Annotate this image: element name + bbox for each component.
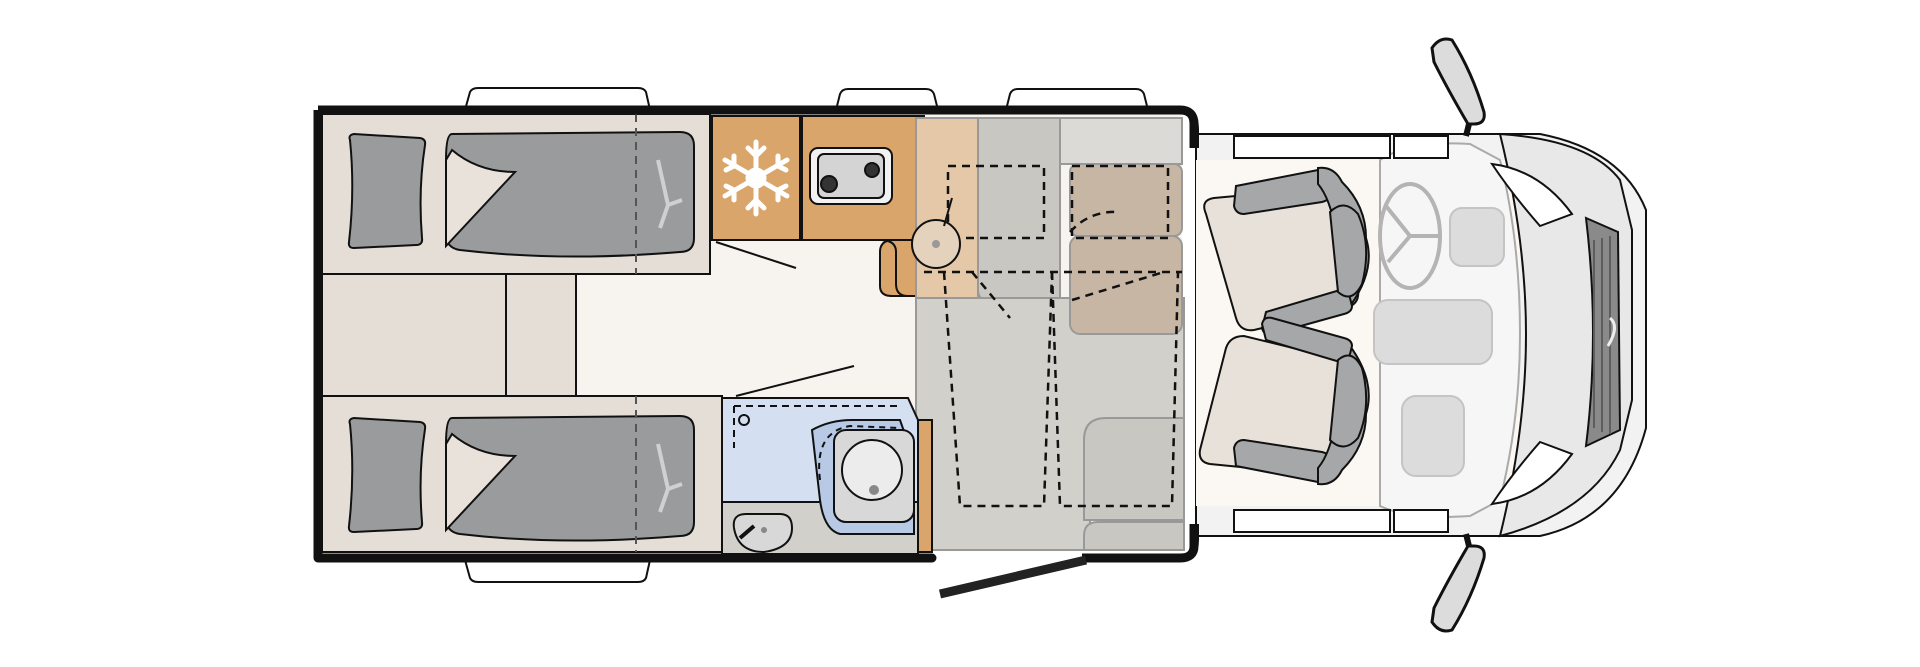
roof-windows-bottom: [463, 559, 652, 583]
toilet-icon: [833, 429, 915, 523]
window-top-1: [463, 87, 652, 111]
window-top-3: [1004, 88, 1150, 111]
bed-logo-right: [656, 443, 683, 513]
cab-divider: [1179, 107, 1199, 561]
mirror-right-glass: [1430, 544, 1486, 633]
table-arm: [943, 197, 953, 227]
fridge: [711, 115, 801, 241]
bed-conversion-outline: [924, 164, 1182, 508]
cab-window-strips: [1233, 135, 1449, 533]
dinette: [911, 117, 1185, 551]
passenger-seat-side: [1328, 354, 1368, 448]
driver-seat-side: [1328, 204, 1368, 298]
pillow-left: [347, 132, 427, 250]
blanket-fold-left: [445, 148, 518, 249]
toilet-swing-dash: [818, 424, 901, 481]
bathroom-door-strip: [917, 419, 933, 553]
snowflake-icon: [722, 139, 790, 217]
kitchen-door-swing: [715, 241, 797, 269]
center-console: [1373, 299, 1493, 365]
bed-step-left: [321, 273, 507, 397]
gear-box: [1401, 395, 1465, 477]
washbasin-drain: [761, 527, 767, 533]
driver-seat[interactable]: [1203, 166, 1370, 336]
bathroom: [721, 365, 933, 555]
cab: [1195, 37, 1647, 633]
pedestal-center: [932, 240, 940, 248]
steering-wheel-icon: [1378, 182, 1442, 290]
window-top-2: [834, 88, 940, 111]
grille-slats: [1593, 236, 1611, 434]
bed-step-right: [505, 273, 577, 397]
dinette-seat-bottom: [1083, 521, 1185, 551]
steering-column: [1449, 207, 1505, 267]
dinette-cushion-seat: [1069, 235, 1183, 335]
mirror-left-glass: [1430, 37, 1486, 126]
dinette-bench-left: [977, 117, 1061, 301]
bathroom-dash-outline: [733, 405, 898, 448]
mirror-left[interactable]: [1430, 37, 1486, 137]
brand-logo: [1606, 316, 1616, 347]
pillow-right: [347, 416, 427, 534]
dinette-cushion-back: [1069, 163, 1183, 237]
headlight-bottom: [1489, 440, 1574, 506]
roof-windows-top: [463, 87, 1150, 111]
rear-bed-area: [321, 113, 723, 553]
washbasin-tap: [738, 524, 756, 540]
passenger-seat[interactable]: [1198, 316, 1370, 486]
bed-logo-left: [656, 159, 683, 229]
blanket-fold-right: [445, 432, 518, 533]
mirror-right[interactable]: [1430, 533, 1486, 633]
kitchen: [711, 115, 935, 297]
dinette-seat-lower: [1083, 417, 1185, 521]
bathroom-drain: [738, 414, 750, 426]
washbasin: [732, 513, 794, 554]
headlight-top: [1489, 162, 1574, 228]
dinette-seat-upper: [1059, 117, 1183, 165]
kitchen-corner: [879, 239, 917, 297]
sink-icon: [809, 147, 893, 205]
entrance-door[interactable]: [938, 555, 1088, 599]
bathroom-door-swing: [735, 365, 855, 397]
window-bottom-1: [463, 559, 652, 583]
